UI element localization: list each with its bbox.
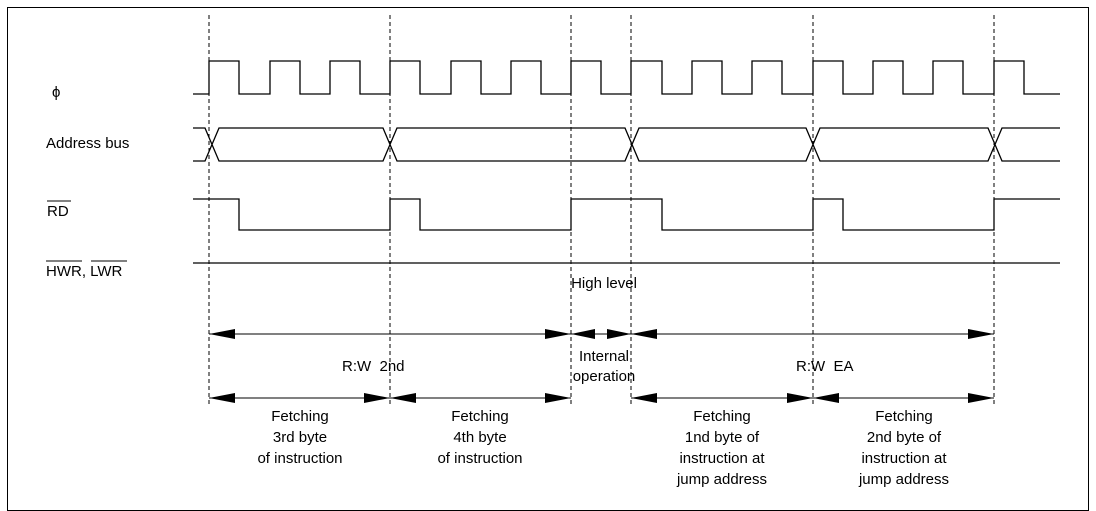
arrowhead — [364, 393, 390, 403]
phi-signal-label: ϕ — [52, 84, 60, 101]
hwr-lwr-signal-label: HWR, LWR — [46, 263, 123, 280]
address-bus-label: Address bus — [46, 135, 129, 152]
arrowhead — [571, 329, 595, 339]
fetch-label-2nd-byte-jump: Fetching 2nd byte of instruction at jump… — [858, 408, 949, 488]
fetch-label-line: of instruction — [437, 450, 522, 467]
arrowhead — [390, 393, 416, 403]
fetch-label-line: jump address — [676, 471, 767, 488]
fetch-label-line: Fetching — [693, 408, 751, 425]
arrowhead — [209, 329, 235, 339]
arrowhead — [209, 393, 235, 403]
internal-operation-line2: operation — [573, 368, 636, 385]
phi-clock-waveform — [193, 60, 1060, 95]
arrowhead — [787, 393, 813, 403]
arrowhead — [968, 393, 994, 403]
lower-spans — [209, 393, 994, 403]
fetch-label-line: instruction at — [861, 450, 947, 467]
internal-operation-line1: Internal — [579, 348, 629, 365]
upper-spans — [209, 329, 994, 339]
fetch-label-line: 3rd byte — [273, 429, 327, 446]
fetch-label-line: jump address — [858, 471, 949, 488]
arrowhead — [631, 393, 657, 403]
fetch-label-line: Fetching — [271, 408, 329, 425]
fetch-label-4th-byte: Fetching 4th byte of instruction — [437, 408, 522, 467]
rw-2nd-label: R:W 2nd — [342, 358, 405, 375]
fetch-label-line: of instruction — [257, 450, 342, 467]
rd-waveform — [193, 198, 1060, 231]
fetch-label-3rd-byte: Fetching 3rd byte of instruction — [257, 408, 342, 467]
fetch-label-line: 4th byte — [453, 429, 506, 446]
rd-signal-label: RD — [47, 203, 69, 220]
fetch-label-line: 1nd byte of — [685, 429, 760, 446]
fetch-label-line: 2nd byte of — [867, 429, 942, 446]
fetch-label-line: instruction at — [679, 450, 765, 467]
address-bus-waveform — [193, 127, 1060, 162]
arrowhead — [813, 393, 839, 403]
arrowhead — [968, 329, 994, 339]
rw-ea-label: R:W EA — [796, 358, 854, 375]
arrowhead — [545, 329, 571, 339]
arrowhead — [607, 329, 631, 339]
arrowhead — [631, 329, 657, 339]
fetch-label-1nd-byte-jump: Fetching 1nd byte of instruction at jump… — [676, 408, 767, 488]
high-level-label: High level — [571, 275, 637, 292]
fetch-label-line: Fetching — [875, 408, 933, 425]
fetch-label-line: Fetching — [451, 408, 509, 425]
arrowhead — [545, 393, 571, 403]
